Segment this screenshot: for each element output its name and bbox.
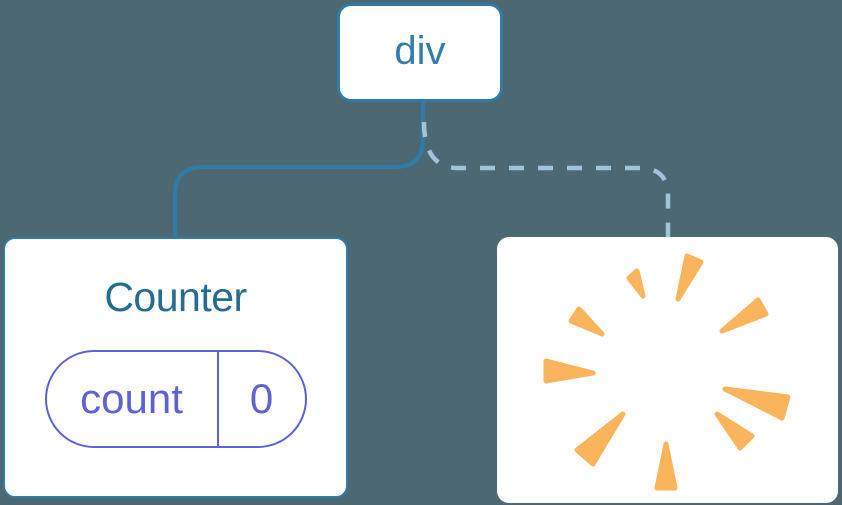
div-node-label: div <box>394 28 446 73</box>
tree-node-counter: Counter count 0 <box>3 237 348 498</box>
counter-node-title: Counter <box>104 274 247 320</box>
poof-ray <box>654 441 678 491</box>
edge-solid-div-to-counter <box>173 102 425 238</box>
poof-ray <box>543 358 596 384</box>
state-pill: count 0 <box>44 350 307 449</box>
poof-ray <box>626 268 646 299</box>
poof-ray <box>714 411 755 451</box>
poof-ray <box>675 253 704 302</box>
state-name-label: count <box>80 375 183 423</box>
poof-ray <box>568 306 605 337</box>
state-value-label: 0 <box>249 375 274 423</box>
state-value-cell: 0 <box>219 352 305 446</box>
poof-ray <box>719 297 769 334</box>
tree-node-removed <box>497 237 838 503</box>
tree-node-div: div <box>337 3 503 102</box>
edge-dashed-div-to-removed <box>421 121 671 238</box>
poof-ray <box>722 386 791 421</box>
poof-explosion-icon <box>543 253 791 491</box>
state-name-cell: count <box>47 352 219 447</box>
poof-ray <box>574 411 626 467</box>
